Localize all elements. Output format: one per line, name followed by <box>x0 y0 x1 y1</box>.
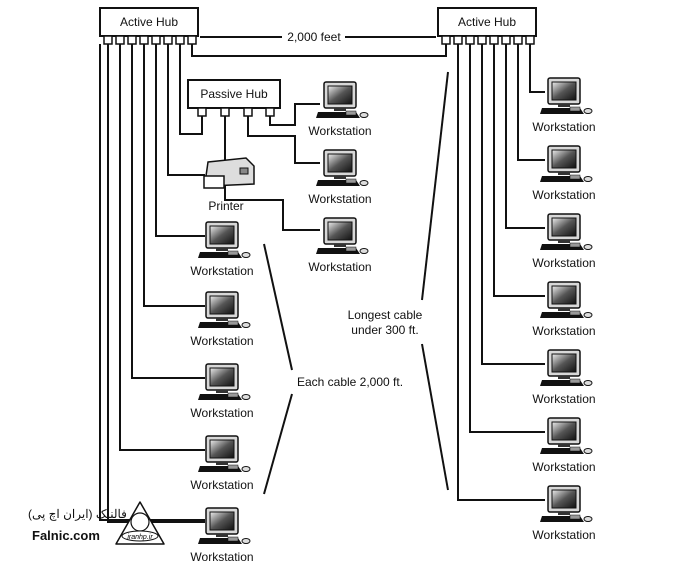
workstation-label: Workstation <box>190 264 253 278</box>
right-workstation-3 <box>539 213 593 251</box>
right-ws-line <box>457 44 545 501</box>
right-ws-line <box>469 44 545 433</box>
left-workstation-3 <box>197 363 251 401</box>
right-workstation-6 <box>539 417 593 455</box>
left-ws-line <box>143 44 205 307</box>
hub-port <box>103 35 113 45</box>
longest-cable-pointer-line <box>421 343 449 491</box>
right-ws-line <box>517 44 545 161</box>
left-workstation-2 <box>197 291 251 329</box>
right-ws-line <box>481 44 545 365</box>
left-ws-line <box>119 44 205 451</box>
hub-port <box>525 35 535 45</box>
each-cable-label: Each cable 2,000 ft. <box>297 375 403 389</box>
workstation-label: Workstation <box>190 406 253 420</box>
each-cable-pointer-line <box>263 243 293 371</box>
workstation-label: Workstation <box>190 334 253 348</box>
hub-port <box>139 35 149 45</box>
workstation-label: Workstation <box>190 478 253 492</box>
printer-label: Printer <box>208 199 243 213</box>
printer-line <box>167 44 205 176</box>
passive-workstation-3 <box>315 217 369 255</box>
workstation-label: Workstation <box>532 120 595 134</box>
workstation-label: Workstation <box>532 392 595 406</box>
longest-cable-label-line1: Longest cable <box>348 308 423 322</box>
watermark-site-text: Falnic.com <box>32 528 100 543</box>
each-cable-pointer-line <box>263 393 293 495</box>
right-workstation-4 <box>539 281 593 319</box>
watermark-logo-icon: iranhp.ir <box>115 501 165 545</box>
workstation-label: Workstation <box>532 528 595 542</box>
left-ws-line <box>107 44 205 523</box>
workstation-label: Workstation <box>532 460 595 474</box>
hub-port <box>197 107 207 117</box>
hub-label: Active Hub <box>458 15 516 29</box>
hub-link-label: 2,000 feet <box>287 30 341 44</box>
active-hub-left: Active Hub <box>99 7 199 45</box>
longest-cable-pointer-line <box>421 71 449 301</box>
passive-uplink-line <box>179 44 203 135</box>
hub-port <box>220 107 230 117</box>
hub-port <box>453 35 463 45</box>
right-ws-line <box>493 44 545 297</box>
passive-ws1-line <box>269 103 320 126</box>
workstation-label: Workstation <box>190 550 253 564</box>
hub-port <box>465 35 475 45</box>
hub-port <box>513 35 523 45</box>
active-hub-right: Active Hub <box>437 7 537 45</box>
hub-port <box>441 35 451 45</box>
left-ws-line <box>131 44 205 379</box>
hub-port <box>489 35 499 45</box>
left-workstation-4 <box>197 435 251 473</box>
hub-interconnect-line <box>191 44 447 57</box>
hub-label: Active Hub <box>120 15 178 29</box>
hub-port <box>127 35 137 45</box>
workstation-label: Workstation <box>532 256 595 270</box>
left-ws-line <box>155 44 205 237</box>
hub-port <box>151 35 161 45</box>
printer-icon <box>203 157 255 189</box>
right-workstation-2 <box>539 145 593 183</box>
right-ws-line <box>505 44 545 229</box>
hub-port <box>501 35 511 45</box>
right-workstation-5 <box>539 349 593 387</box>
left-workstation-5 <box>197 507 251 545</box>
right-ws-line <box>529 44 545 93</box>
watermark-persian-text: فالنیک (ایران اچ پی) <box>28 507 127 521</box>
passive-workstation-2 <box>315 149 369 187</box>
watermark-line <box>99 44 205 521</box>
hub-port <box>115 35 125 45</box>
passive-ws2-line <box>247 116 320 164</box>
left-workstation-1 <box>197 221 251 259</box>
hub-port <box>163 35 173 45</box>
hub-port <box>175 35 185 45</box>
right-workstation-7 <box>539 485 593 523</box>
hub-label: Passive Hub <box>200 87 268 101</box>
workstation-label: Workstation <box>532 324 595 338</box>
workstation-label: Workstation <box>308 260 371 274</box>
right-workstation-1 <box>539 77 593 115</box>
workstation-label: Workstation <box>308 192 371 206</box>
watermark-logo-text: iranhp.ir <box>127 534 153 541</box>
longest-cable-label-line2: under 300 ft. <box>351 323 418 337</box>
passive-hub: Passive Hub <box>187 79 281 117</box>
hub-port <box>187 35 197 45</box>
hub-port <box>265 107 275 117</box>
hub-port <box>477 35 487 45</box>
passive-ws3-line <box>224 116 320 231</box>
hub-port <box>243 107 253 117</box>
workstation-label: Workstation <box>532 188 595 202</box>
workstation-label: Workstation <box>308 124 371 138</box>
passive-workstation-1 <box>315 81 369 119</box>
